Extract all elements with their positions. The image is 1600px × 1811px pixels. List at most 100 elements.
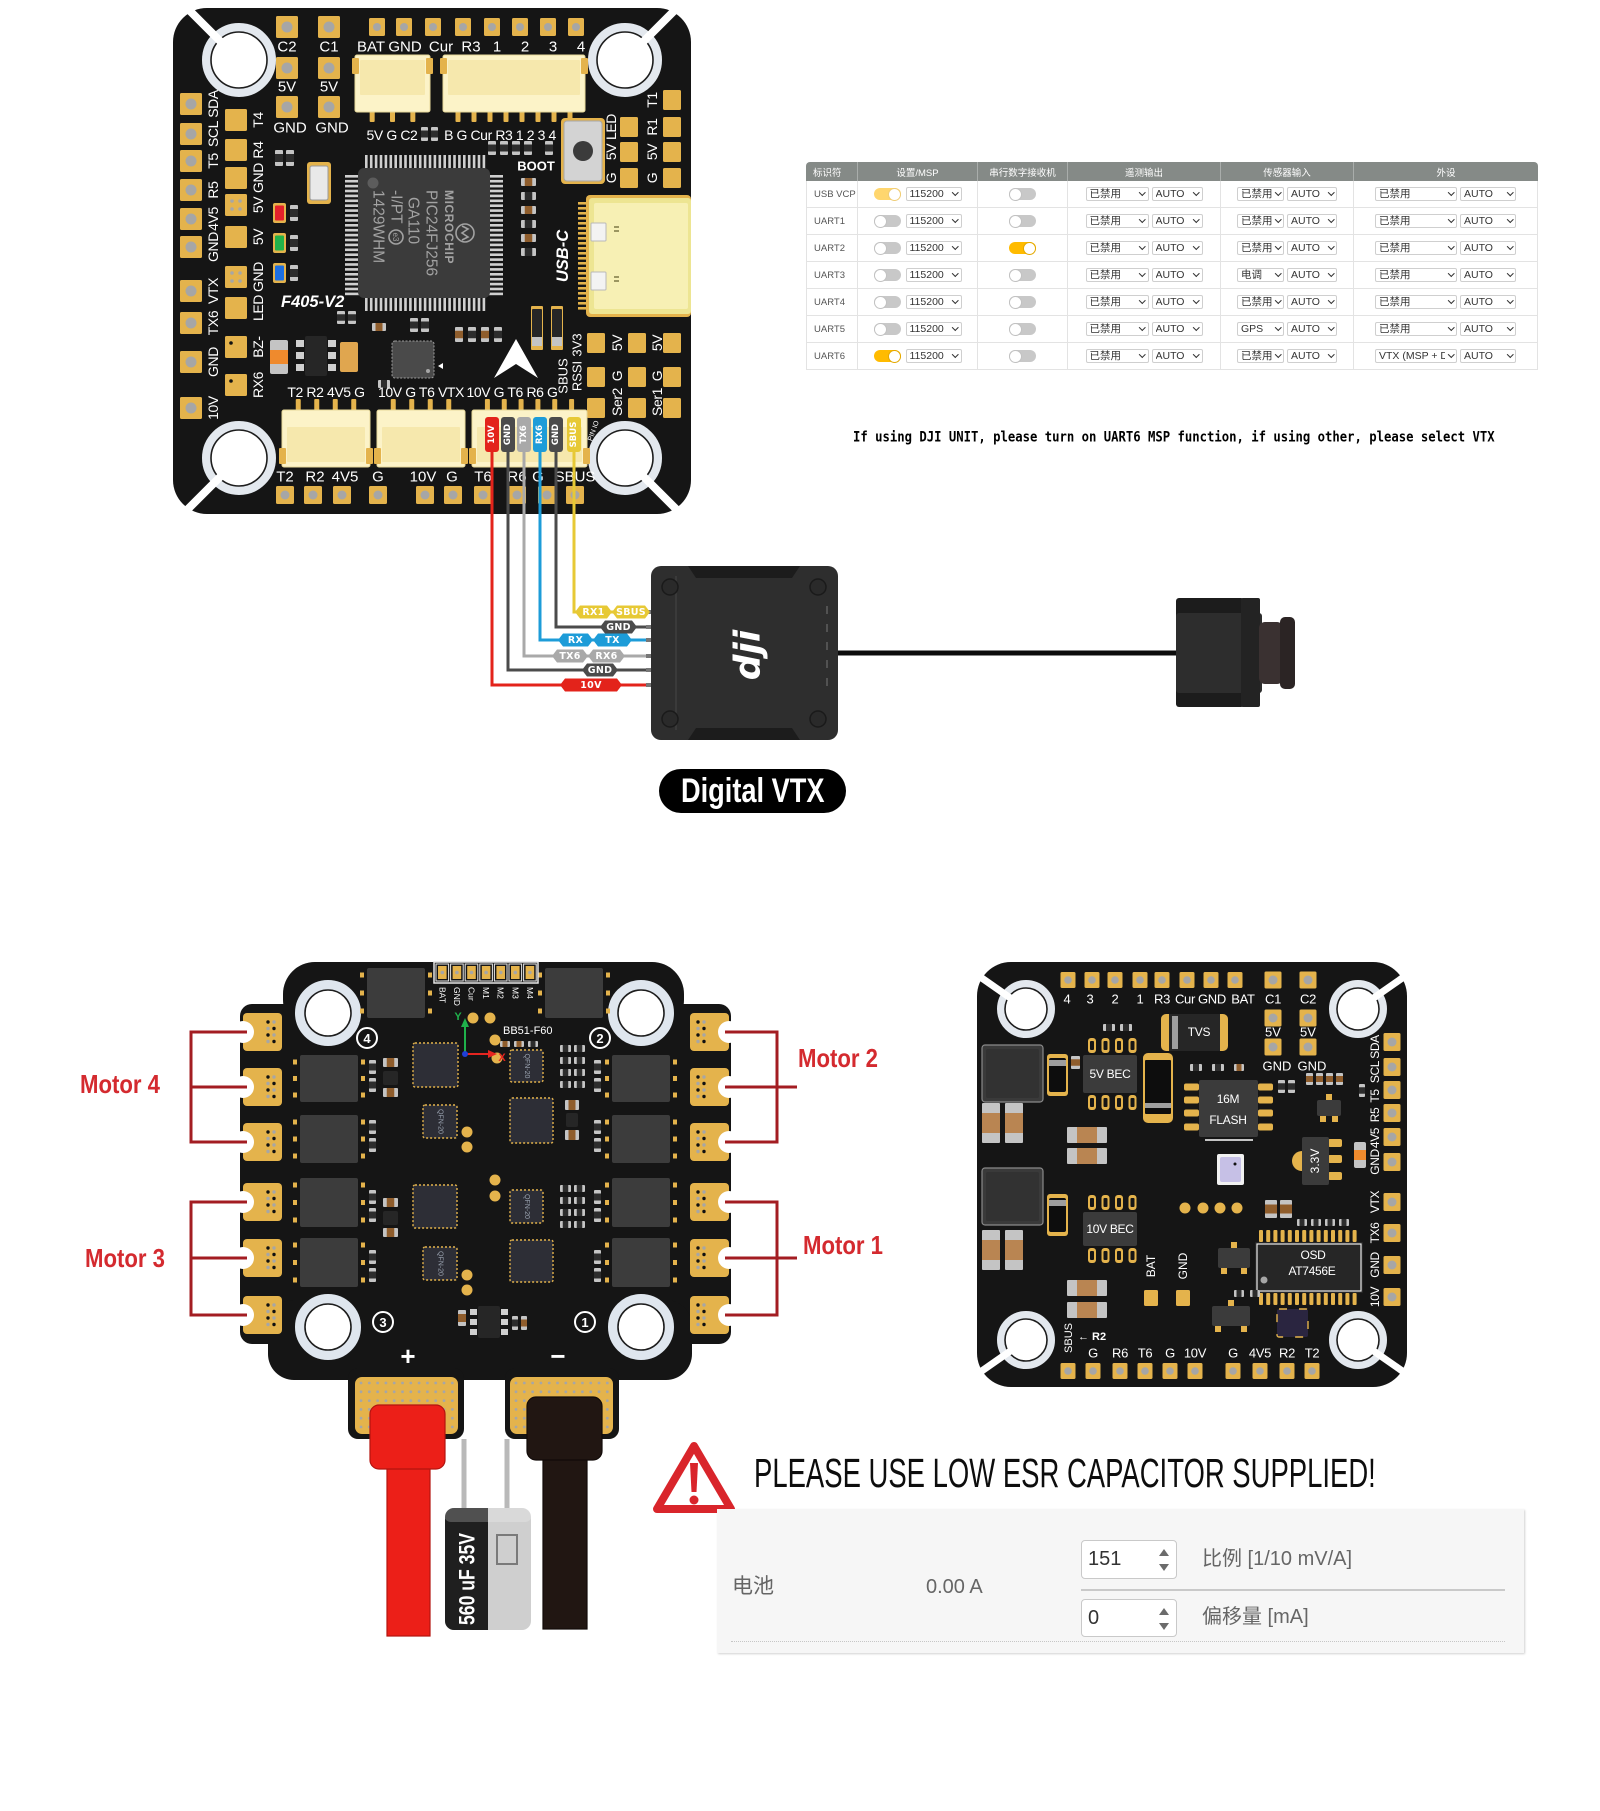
sensor-baud-select[interactable]: AUTO xyxy=(1287,349,1337,363)
sensor-baud-select[interactable]: AUTO xyxy=(1287,295,1337,309)
peripheral-type-select[interactable]: 已禁用 xyxy=(1375,241,1457,255)
telemetry-baud-dropdown[interactable]: AUTO xyxy=(1151,268,1203,282)
peripheral-type-select[interactable]: 已禁用 xyxy=(1375,214,1457,228)
sensor-type-select[interactable]: 已禁用 xyxy=(1237,214,1284,228)
telemetry-protocol-dropdown[interactable]: 已禁用 xyxy=(1085,268,1149,282)
peripheral-type-select[interactable]: 已禁用 xyxy=(1375,322,1457,336)
sensor-baud-dropdown[interactable]: AUTO xyxy=(1287,214,1337,228)
msp-baud-dropdown[interactable]: 115200 xyxy=(905,187,962,201)
increment-arrow-icon[interactable] xyxy=(1159,1608,1169,1615)
sensor-type-dropdown[interactable]: 已禁用 xyxy=(1237,295,1284,309)
sensor-type-dropdown[interactable]: 已禁用 xyxy=(1237,187,1284,201)
peripheral-type-select[interactable]: VTX (MSP + D xyxy=(1375,349,1457,363)
telemetry-protocol-dropdown[interactable]: 已禁用 xyxy=(1085,214,1149,228)
telemetry-baud-select[interactable]: AUTO xyxy=(1151,214,1203,228)
decrement-arrow-icon[interactable] xyxy=(1159,1564,1169,1571)
peripheral-baud-dropdown[interactable]: AUTO xyxy=(1460,187,1516,201)
sensor-baud-dropdown[interactable]: AUTO xyxy=(1287,322,1337,336)
sensor-type-select[interactable]: 电调 xyxy=(1237,268,1284,282)
telemetry-baud-select[interactable]: AUTO xyxy=(1151,349,1203,363)
msp-toggle[interactable] xyxy=(873,214,901,228)
telemetry-protocol-select[interactable]: 已禁用 xyxy=(1085,187,1149,201)
peripheral-baud-dropdown[interactable]: AUTO xyxy=(1460,322,1516,336)
telemetry-baud-select[interactable]: AUTO xyxy=(1151,187,1203,201)
sensor-type-select[interactable]: 已禁用 xyxy=(1237,349,1284,363)
telemetry-protocol-select[interactable]: 已禁用 xyxy=(1085,268,1149,282)
sensor-baud-select[interactable]: AUTO xyxy=(1287,241,1337,255)
sensor-baud-dropdown[interactable]: AUTO xyxy=(1287,187,1337,201)
sensor-type-dropdown[interactable]: 电调 xyxy=(1237,268,1284,282)
peripheral-baud-dropdown[interactable]: AUTO xyxy=(1460,268,1516,282)
msp-baud-select[interactable]: 115200 xyxy=(905,268,962,282)
scale-spinner[interactable] xyxy=(1081,1540,1177,1579)
sensor-type-select[interactable]: GPS xyxy=(1237,322,1284,336)
telemetry-protocol-dropdown[interactable]: 已禁用 xyxy=(1085,349,1149,363)
msp-baud-select[interactable]: 115200 xyxy=(905,187,962,201)
decrement-arrow-icon[interactable] xyxy=(1159,1623,1169,1630)
telemetry-protocol-select[interactable]: 已禁用 xyxy=(1085,241,1149,255)
sensor-type-dropdown[interactable]: 已禁用 xyxy=(1237,241,1284,255)
peripheral-type-select[interactable]: 已禁用 xyxy=(1375,187,1457,201)
peripheral-baud-dropdown[interactable]: AUTO xyxy=(1460,349,1516,363)
peripheral-type-dropdown[interactable]: 已禁用 xyxy=(1375,268,1457,282)
telemetry-baud-select[interactable]: AUTO xyxy=(1151,268,1203,282)
peripheral-baud-dropdown[interactable]: AUTO xyxy=(1460,241,1516,255)
sensor-type-dropdown[interactable]: GPS xyxy=(1237,322,1284,336)
serial-rx-toggle[interactable] xyxy=(1009,322,1036,336)
serial-rx-toggle[interactable] xyxy=(1009,187,1036,201)
telemetry-baud-select[interactable]: AUTO xyxy=(1151,322,1203,336)
telemetry-protocol-select[interactable]: 已禁用 xyxy=(1085,322,1149,336)
peripheral-type-dropdown[interactable]: 已禁用 xyxy=(1375,322,1457,336)
sensor-baud-select[interactable]: AUTO xyxy=(1287,187,1337,201)
sensor-type-select[interactable]: 已禁用 xyxy=(1237,295,1284,309)
sensor-baud-dropdown[interactable]: AUTO xyxy=(1287,241,1337,255)
peripheral-baud-select[interactable]: AUTO xyxy=(1460,322,1516,336)
serial-rx-toggle[interactable] xyxy=(1009,295,1036,309)
sensor-baud-dropdown[interactable]: AUTO xyxy=(1287,349,1337,363)
telemetry-protocol-dropdown[interactable]: 已禁用 xyxy=(1085,241,1149,255)
peripheral-type-dropdown[interactable]: VTX (MSP + D xyxy=(1375,349,1457,363)
msp-baud-select[interactable]: 115200 xyxy=(905,295,962,309)
sensor-type-select[interactable]: 已禁用 xyxy=(1237,241,1284,255)
scale-input[interactable] xyxy=(1082,1541,1148,1578)
telemetry-protocol-dropdown[interactable]: 已禁用 xyxy=(1085,322,1149,336)
offset-input[interactable] xyxy=(1082,1600,1148,1636)
telemetry-baud-dropdown[interactable]: AUTO xyxy=(1151,295,1203,309)
telemetry-protocol-select[interactable]: 已禁用 xyxy=(1085,295,1149,309)
msp-baud-select[interactable]: 115200 xyxy=(905,349,962,363)
peripheral-type-dropdown[interactable]: 已禁用 xyxy=(1375,241,1457,255)
msp-baud-dropdown[interactable]: 115200 xyxy=(905,268,962,282)
msp-baud-dropdown[interactable]: 115200 xyxy=(905,349,962,363)
peripheral-baud-dropdown[interactable]: AUTO xyxy=(1460,214,1516,228)
sensor-baud-select[interactable]: AUTO xyxy=(1287,268,1337,282)
sensor-baud-select[interactable]: AUTO xyxy=(1287,322,1337,336)
msp-toggle[interactable] xyxy=(873,241,901,255)
peripheral-baud-select[interactable]: AUTO xyxy=(1460,268,1516,282)
msp-toggle[interactable] xyxy=(873,349,901,363)
msp-toggle[interactable] xyxy=(873,268,901,282)
telemetry-baud-dropdown[interactable]: AUTO xyxy=(1151,241,1203,255)
msp-baud-select[interactable]: 115200 xyxy=(905,214,962,228)
telemetry-protocol-select[interactable]: 已禁用 xyxy=(1085,349,1149,363)
telemetry-baud-select[interactable]: AUTO xyxy=(1151,295,1203,309)
serial-rx-toggle[interactable] xyxy=(1009,268,1036,282)
telemetry-baud-dropdown[interactable]: AUTO xyxy=(1151,187,1203,201)
telemetry-protocol-select[interactable]: 已禁用 xyxy=(1085,214,1149,228)
sensor-type-dropdown[interactable]: 已禁用 xyxy=(1237,214,1284,228)
msp-baud-dropdown[interactable]: 115200 xyxy=(905,241,962,255)
peripheral-baud-select[interactable]: AUTO xyxy=(1460,241,1516,255)
msp-baud-select[interactable]: 115200 xyxy=(905,322,962,336)
msp-baud-dropdown[interactable]: 115200 xyxy=(905,295,962,309)
msp-baud-dropdown[interactable]: 115200 xyxy=(905,214,962,228)
serial-rx-toggle[interactable] xyxy=(1009,214,1036,228)
peripheral-type-dropdown[interactable]: 已禁用 xyxy=(1375,214,1457,228)
sensor-baud-dropdown[interactable]: AUTO xyxy=(1287,268,1337,282)
peripheral-baud-select[interactable]: AUTO xyxy=(1460,295,1516,309)
telemetry-baud-dropdown[interactable]: AUTO xyxy=(1151,214,1203,228)
telemetry-baud-select[interactable]: AUTO xyxy=(1151,241,1203,255)
sensor-baud-dropdown[interactable]: AUTO xyxy=(1287,295,1337,309)
peripheral-type-dropdown[interactable]: 已禁用 xyxy=(1375,295,1457,309)
peripheral-type-dropdown[interactable]: 已禁用 xyxy=(1375,187,1457,201)
sensor-type-select[interactable]: 已禁用 xyxy=(1237,187,1284,201)
msp-baud-dropdown[interactable]: 115200 xyxy=(905,322,962,336)
